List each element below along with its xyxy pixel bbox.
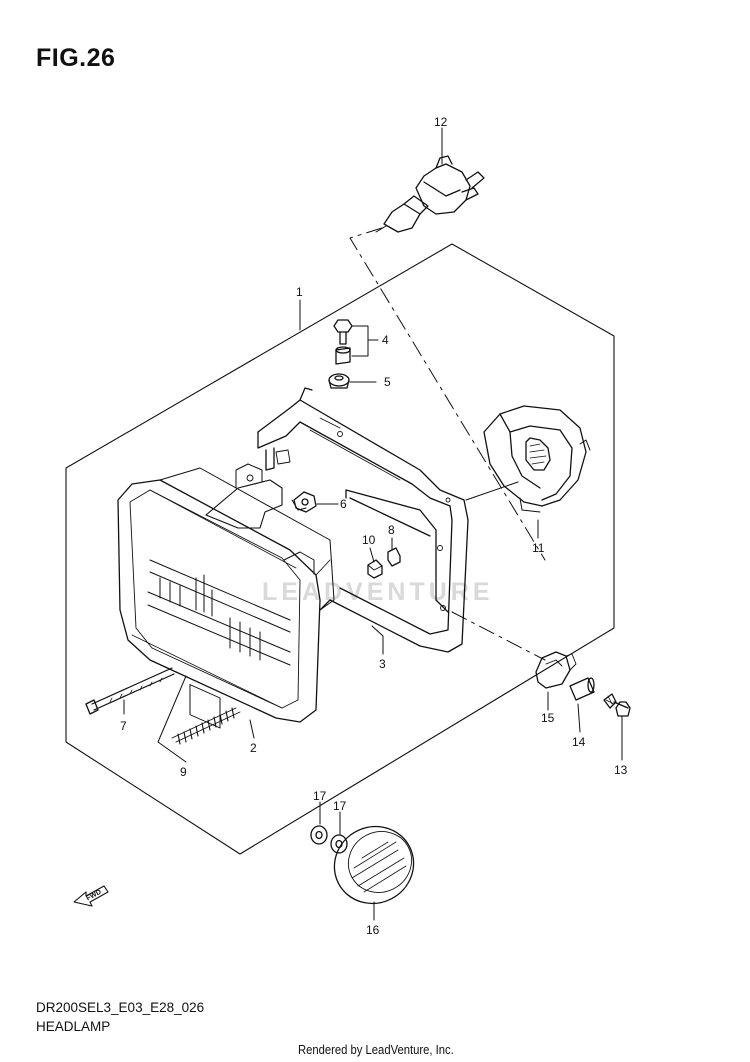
callout-2: 2	[250, 741, 257, 755]
callout-9: 9	[180, 765, 187, 779]
small-nut	[367, 559, 383, 579]
screw-collar	[333, 319, 353, 365]
callout-7: 7	[120, 719, 127, 733]
callout-15: 15	[541, 711, 555, 725]
spring	[171, 707, 241, 745]
adjuster-screw	[603, 693, 631, 717]
callout-12: 12	[434, 115, 448, 129]
headlamp-housing	[257, 387, 469, 653]
washer	[310, 825, 348, 854]
callout-1: 1	[296, 285, 303, 299]
callout-16: 16	[366, 923, 380, 937]
callout-10: 10	[362, 533, 376, 547]
cushion-nut	[387, 547, 401, 567]
clip-nut	[293, 491, 317, 513]
adjuster-alignment-line	[451, 611, 546, 661]
callout-17a: 17	[313, 789, 327, 803]
fwd-arrow-icon	[73, 885, 109, 907]
diagram-code: DR200SEL3_E03_E28_026	[36, 1000, 205, 1015]
figure-title: FIG.26	[36, 44, 116, 72]
headlamp-unit	[117, 463, 335, 729]
diagram-name: HEADLAMP	[36, 1019, 111, 1034]
callout-4: 4	[382, 333, 389, 347]
socket-cover	[483, 405, 591, 513]
adjuster-collar	[569, 677, 595, 701]
bulb-alignment-line	[349, 227, 546, 561]
callout-11: 11	[532, 541, 545, 555]
adjuster-nut	[535, 651, 577, 689]
callout-5: 5	[384, 375, 391, 389]
callout-17b: 17	[333, 799, 347, 813]
headlamp-bulb	[375, 155, 485, 233]
long-screw	[85, 667, 175, 715]
render-credit: Rendered by LeadVenture, Inc.	[298, 1043, 454, 1057]
callout-14: 14	[572, 735, 586, 749]
grommet	[328, 373, 350, 389]
callout-8: 8	[388, 523, 395, 537]
callout-13: 13	[614, 763, 628, 777]
reflector	[333, 825, 415, 905]
callout-6: 6	[340, 497, 347, 511]
assembly-boundary	[65, 243, 615, 855]
callout-3: 3	[379, 657, 386, 671]
